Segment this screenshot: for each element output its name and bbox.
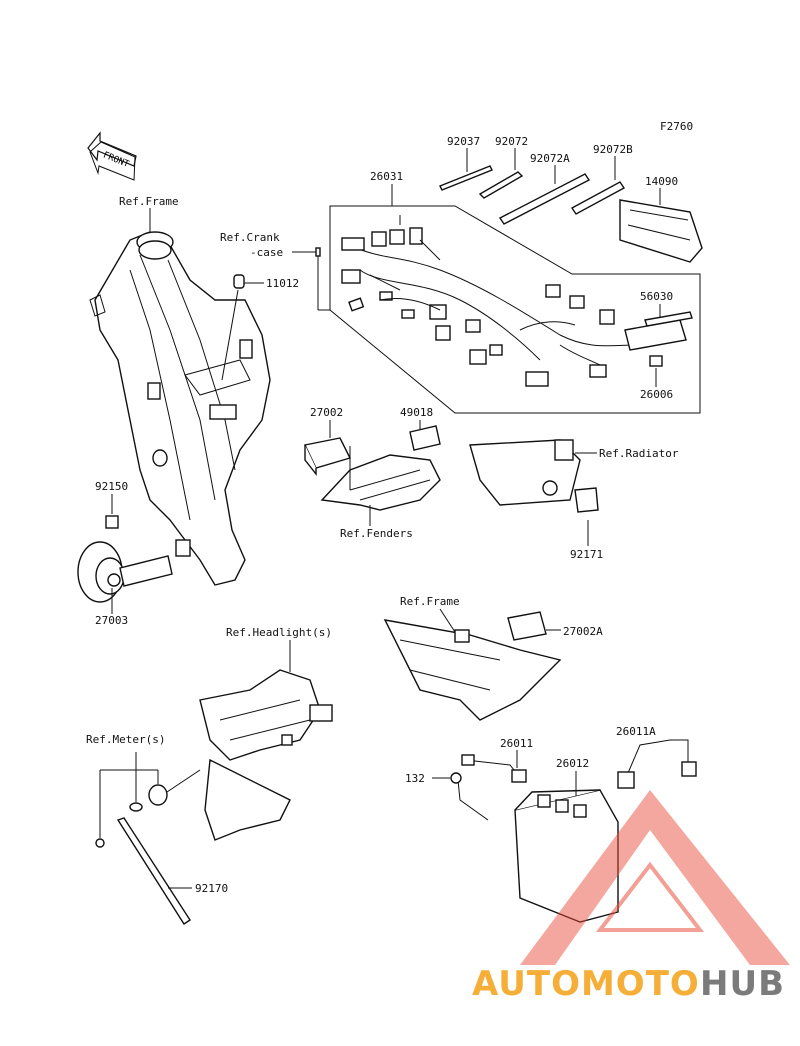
frame-mid-drawing: [383, 619, 562, 721]
label-56030: 56030: [640, 290, 673, 303]
label-92072: 92072: [495, 135, 528, 148]
ref-radiator-label: Ref.Radiator: [599, 447, 679, 460]
screw-meter: [95, 838, 105, 848]
washer-meter: [129, 802, 143, 812]
label-92171: 92171: [570, 548, 603, 561]
relay-27002: [303, 437, 352, 477]
label-27003: 27003: [95, 614, 128, 627]
headlight-bracket-drawing: [199, 669, 333, 841]
label-14090: 14090: [645, 175, 678, 188]
tie-92037: [439, 165, 493, 191]
ref-frame-top-label: Ref.Frame: [119, 195, 179, 208]
ref-headlight-label: Ref.Headlight(s): [226, 626, 332, 639]
label-11012: 11012: [266, 277, 299, 290]
cable-26011: [457, 754, 527, 821]
label-26006: 26006: [640, 388, 673, 401]
tie-92072: [478, 171, 524, 199]
relay-27002A: [507, 611, 547, 641]
relay-56030: [624, 311, 693, 351]
radiator-drawing: [469, 439, 599, 513]
bolt-132: [450, 772, 462, 784]
fuse-26006: [649, 355, 663, 367]
front-arrow-icon: FRONT: [87, 131, 137, 181]
label-26012: 26012: [556, 757, 589, 770]
label-92072A: 92072A: [530, 152, 570, 165]
tie-92072B: [570, 181, 626, 215]
battery-26012: [514, 789, 619, 923]
label-27002: 27002: [310, 406, 343, 419]
label-92170: 92170: [195, 882, 228, 895]
ref-fenders-label: Ref.Fenders: [340, 527, 413, 540]
grommet-meter: [148, 784, 168, 806]
label-92072B: 92072B: [593, 143, 633, 156]
ref-crank-label: Ref.Crank: [220, 231, 280, 244]
watermark-text-1: AUTOMOTO: [472, 964, 700, 1004]
watermark-text-2: HUB: [700, 964, 785, 1004]
label-49018: 49018: [400, 406, 433, 419]
label-132: 132: [405, 772, 425, 785]
band-92170: [116, 817, 191, 925]
tie-92072A: [498, 173, 591, 225]
frame-drawing: [89, 231, 271, 586]
wiring-harness: [341, 215, 641, 387]
label-92037: 92037: [447, 135, 480, 148]
label-92150: 92150: [95, 480, 128, 493]
ref-meter-label: Ref.Meter(s): [86, 733, 165, 746]
label-26031: 26031: [370, 170, 403, 183]
ref-frame-mid-label: Ref.Frame: [400, 595, 460, 608]
figure-code: F2760: [660, 120, 693, 133]
relay-49018: [409, 425, 441, 451]
harness-outline: [317, 205, 701, 414]
label-27002A: 27002A: [563, 625, 603, 638]
cover-14090: [619, 199, 703, 263]
grommet-11012: [233, 274, 245, 289]
horn-drawing: [77, 515, 173, 603]
ref-crank-label-2: -case: [250, 246, 283, 259]
fender-drawing: [320, 446, 441, 511]
label-26011: 26011: [500, 737, 533, 750]
cable-26011A: [617, 739, 697, 789]
watermark-logo: AUTOMOTO HUB: [472, 790, 790, 1004]
label-26011A: 26011A: [616, 725, 656, 738]
